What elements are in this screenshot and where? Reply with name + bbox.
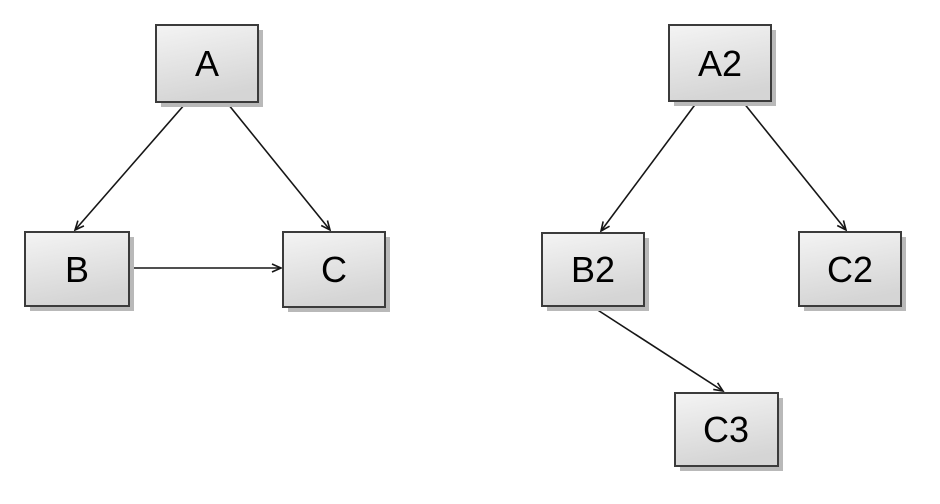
node-B2[interactable]: B2 [541, 232, 649, 311]
node-C2[interactable]: C2 [798, 231, 906, 311]
edge-A-C [227, 103, 332, 232]
node-C2-label: C2 [827, 249, 873, 290]
edge-B2-C3 [592, 306, 725, 393]
node-B2-label: B2 [571, 249, 615, 290]
node-A[interactable]: A [155, 24, 263, 107]
node-A2[interactable]: A2 [668, 24, 776, 106]
node-B-box [24, 231, 130, 307]
node-C3-label: C3 [703, 409, 749, 450]
node-C[interactable]: C [282, 231, 390, 312]
node-A2-label: A2 [698, 43, 742, 84]
node-A-label: A [195, 43, 219, 84]
right-graph: A2 B2 C2 C3 [541, 24, 906, 471]
node-A-box [155, 24, 259, 103]
node-C-box [282, 231, 386, 308]
node-C3-box [674, 392, 779, 467]
node-B-label: B [65, 249, 89, 290]
node-A2-box [668, 24, 772, 102]
edge-A2-C2 [742, 101, 848, 232]
left-graph: A B C [24, 24, 390, 312]
node-C-label: C [321, 249, 347, 290]
edge-A2-B2 [599, 101, 698, 233]
node-B2-box [541, 232, 645, 307]
node-B[interactable]: B [24, 231, 134, 311]
node-C2-box [798, 231, 902, 307]
node-C3[interactable]: C3 [674, 392, 783, 471]
edge-A-B [73, 103, 186, 232]
